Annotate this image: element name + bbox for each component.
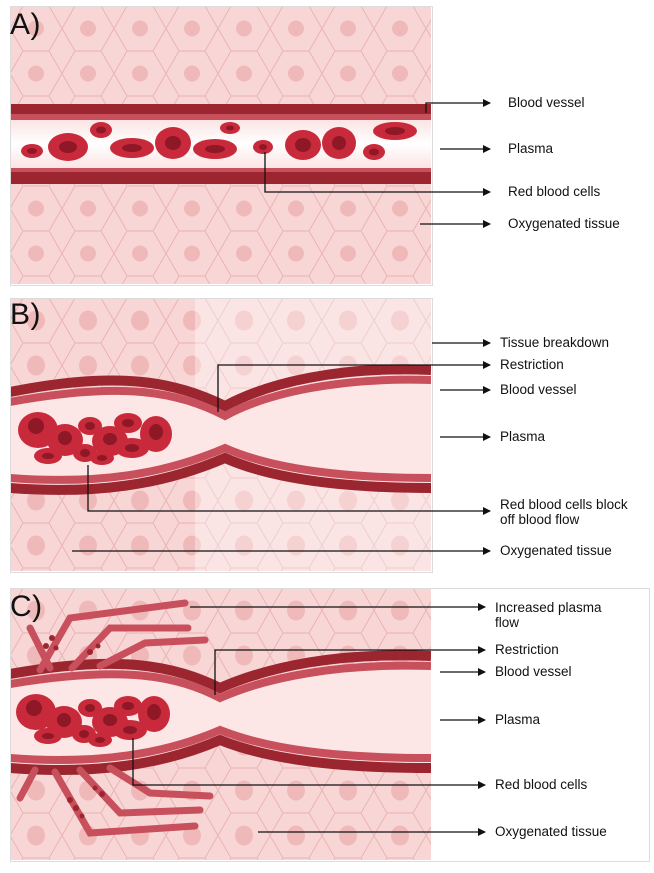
label-b-restriction: Restriction (500, 357, 564, 373)
label-a-red-blood-cells: Red blood cells (508, 184, 600, 200)
label-c-restriction: Restriction (495, 642, 559, 658)
label-b-plasma: Plasma (500, 429, 545, 445)
label-b-red-blood-cells-line1: Red blood cells block (500, 497, 628, 513)
label-c-blood-vessel: Blood vessel (495, 664, 572, 680)
label-c-increased-plasma-line1: Increased plasma (495, 600, 602, 616)
label-b-oxygenated-tissue: Oxygenated tissue (500, 543, 612, 559)
label-b-tissue-breakdown: Tissue breakdown (500, 335, 609, 351)
arrow-c-red-blood-cells (133, 738, 485, 785)
panel-b-tag: B) (10, 298, 41, 332)
label-c-red-blood-cells: Red blood cells (495, 777, 587, 793)
arrow-b-red-blood-cells (88, 465, 490, 511)
label-a-oxygenated-tissue: Oxygenated tissue (508, 216, 620, 232)
label-b-red-blood-cells-line2: off blood flow (500, 512, 579, 528)
label-c-increased-plasma-line2: flow (495, 615, 519, 631)
label-c-plasma: Plasma (495, 712, 540, 728)
arrow-a-red-blood-cells (265, 152, 490, 192)
arrow-a-blood-vessel (426, 103, 490, 113)
panel-a-tag: A) (10, 8, 41, 42)
label-c-oxygenated-tissue: Oxygenated tissue (495, 824, 607, 840)
label-a-blood-vessel: Blood vessel (508, 95, 585, 111)
arrow-b-restriction (218, 365, 490, 412)
label-b-blood-vessel: Blood vessel (500, 382, 577, 398)
panel-c-tag: C) (10, 590, 43, 624)
label-a-plasma: Plasma (508, 141, 553, 157)
